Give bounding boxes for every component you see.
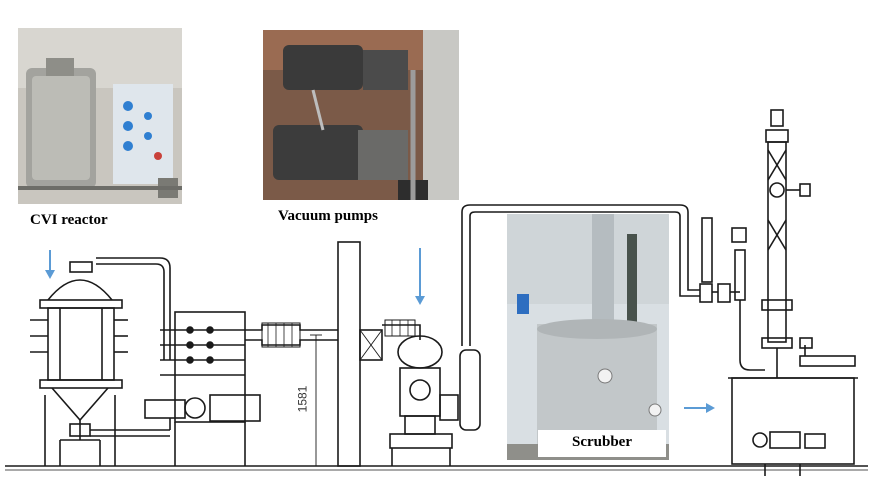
reactor-drawing	[30, 261, 171, 466]
gas-panel-drawing	[144, 311, 261, 466]
dimension-label: 1581	[295, 385, 310, 413]
pointer-arrows	[45, 248, 715, 413]
cvi-reactor-label: CVI reactor	[30, 212, 108, 229]
scrubber-photo	[507, 214, 669, 460]
trap-column	[337, 241, 361, 467]
scrubber-drawing	[699, 109, 858, 476]
scrubber-label: Scrubber	[538, 430, 666, 457]
vacuum-pumps-photo	[263, 30, 459, 200]
vacuum-pump-drawing	[389, 335, 481, 466]
cvi-reactor-photo	[18, 28, 182, 204]
vacuum-pumps-label: Vacuum pumps	[278, 208, 378, 225]
